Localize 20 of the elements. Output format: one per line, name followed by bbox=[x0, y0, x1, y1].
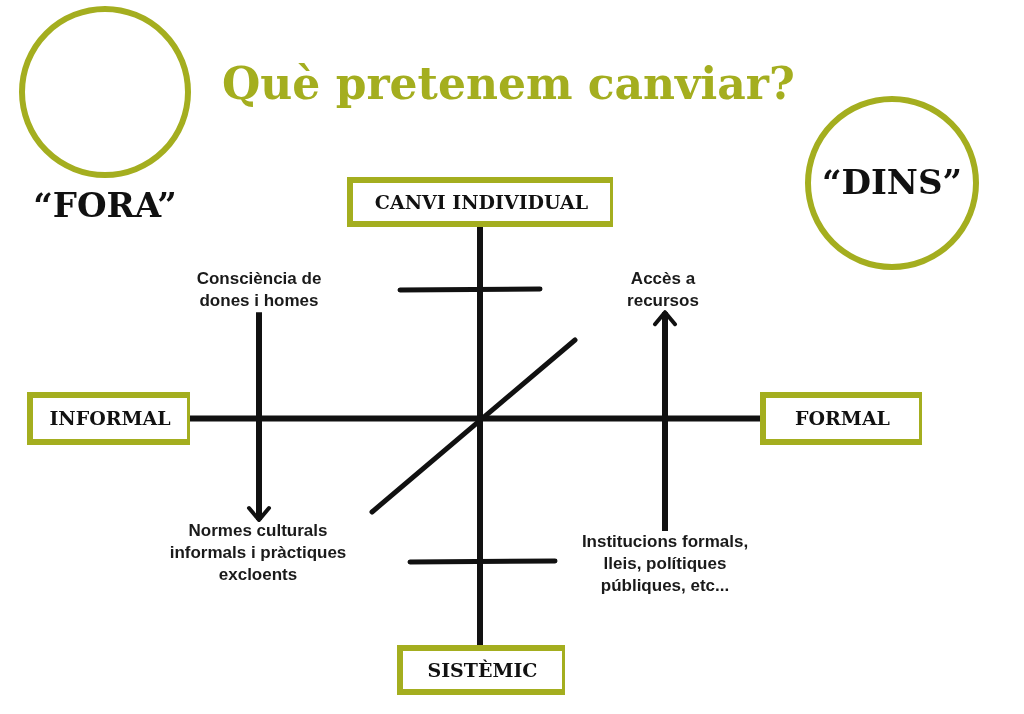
axis-label: CANVI INDIVIDUAL bbox=[374, 191, 589, 213]
arrow bbox=[653, 310, 677, 531]
axis-label: SISTÈMIC bbox=[427, 659, 538, 681]
quadrant-label: Consciència de dones i homes bbox=[183, 268, 335, 313]
axis-label: FORMAL bbox=[795, 408, 890, 429]
quadrant-label: Institucions formals, lleis, polítiques públiques, etc... bbox=[562, 531, 768, 598]
diagram-title: Què pretenem canviar? bbox=[222, 58, 795, 111]
label-frame bbox=[347, 177, 613, 227]
ring-heading: “FORA” bbox=[32, 186, 178, 226]
label-frame bbox=[760, 392, 922, 445]
axis-line bbox=[190, 415, 760, 422]
quadrant-label: Normes culturals informals i pràctiques excloents bbox=[163, 520, 353, 587]
label-frame bbox=[27, 392, 190, 445]
arrow bbox=[247, 312, 271, 522]
label-frame bbox=[397, 645, 565, 695]
axis-line bbox=[477, 227, 483, 645]
axis-label: INFORMAL bbox=[49, 408, 171, 429]
ring-outline bbox=[805, 96, 979, 270]
quadrant-label: Accès a recursos bbox=[600, 268, 726, 313]
ring-label: “DINS” bbox=[821, 164, 963, 202]
